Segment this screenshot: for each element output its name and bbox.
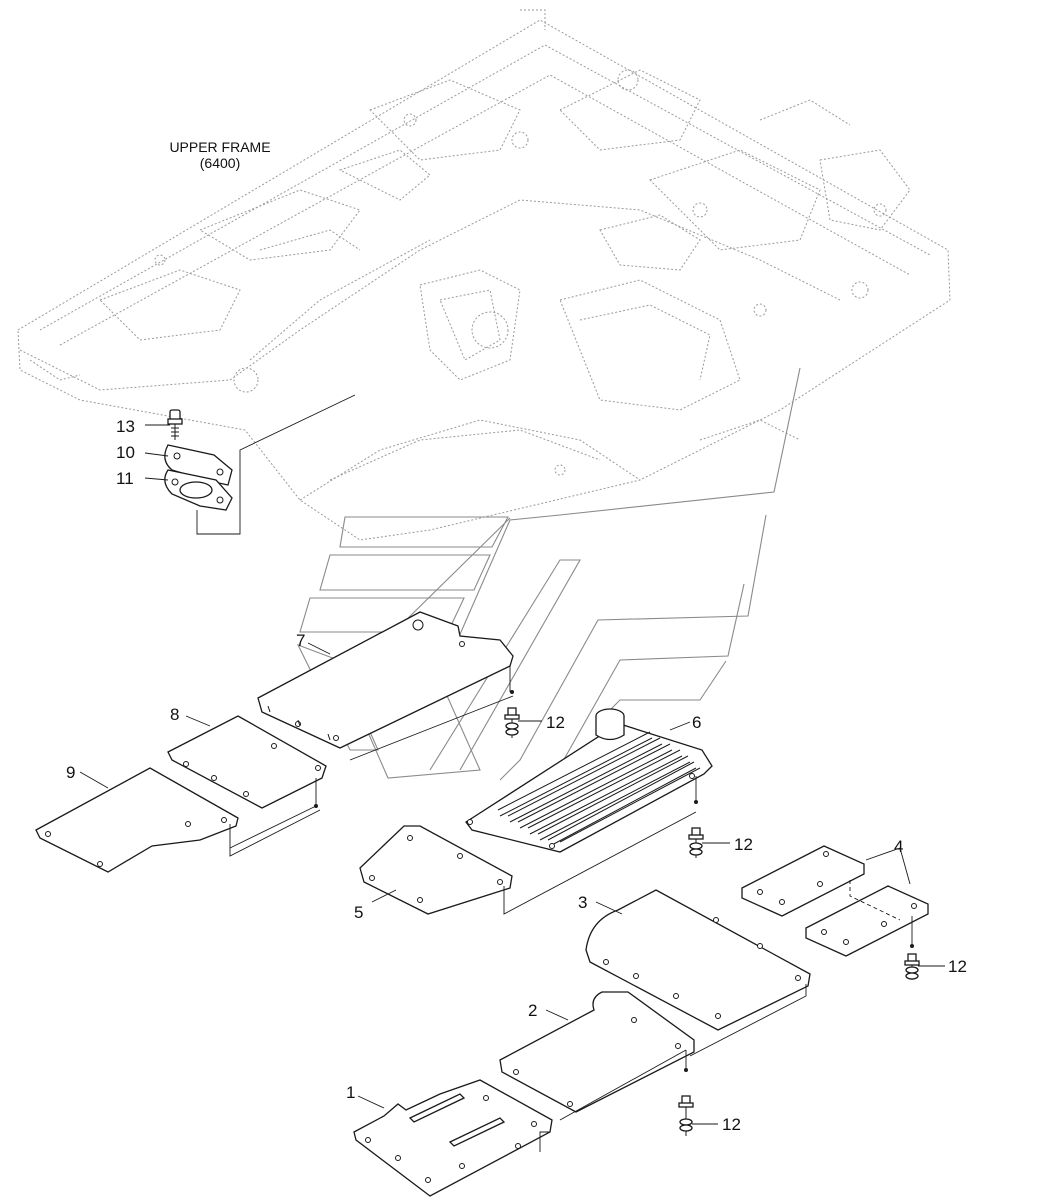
part-7-cover [257, 611, 514, 749]
part-12-bolt-b [688, 827, 704, 858]
callout-9: 9 [66, 763, 75, 782]
part-12-bolt-c [904, 953, 920, 980]
callout-4: 4 [894, 837, 903, 856]
part-11-gasket [164, 469, 233, 511]
callout-1: 1 [346, 1083, 355, 1102]
callout-6: 6 [692, 713, 701, 732]
part-3-cover [585, 889, 811, 1031]
callout-5: 5 [354, 903, 363, 922]
callout-2: 2 [528, 1001, 537, 1020]
callout-12-d: 12 [722, 1115, 741, 1134]
callout-12-b: 12 [734, 835, 753, 854]
part-2-cover [499, 991, 695, 1113]
callout-13: 13 [116, 417, 135, 436]
part-9-cover [35, 767, 239, 873]
callout-7: 7 [296, 631, 305, 650]
grille-slots [497, 731, 701, 847]
callout-11: 11 [116, 469, 134, 488]
part-5-cover [359, 825, 513, 915]
part-12-bolt-a [504, 690, 520, 738]
part-4-plate-upper [741, 845, 865, 917]
upper-frame-drawing [17, 9, 951, 541]
callout-12-c: 12 [948, 957, 967, 976]
callout-12-a: 12 [546, 713, 565, 732]
part-4-plate-lower [805, 885, 929, 957]
part-6-grille-cover [465, 708, 713, 853]
part-13-bolt [167, 409, 183, 440]
part-12-bolt-d [678, 1095, 694, 1136]
part-8-cover [167, 715, 327, 809]
upper-frame-code: (6400) [200, 155, 240, 171]
callout-8: 8 [170, 705, 179, 724]
part-10-plate [164, 444, 233, 486]
callout-10: 10 [116, 443, 135, 462]
callout-3: 3 [578, 893, 587, 912]
upper-frame-label: UPPER FRAME [169, 139, 270, 155]
part-1-cover [353, 1079, 553, 1197]
